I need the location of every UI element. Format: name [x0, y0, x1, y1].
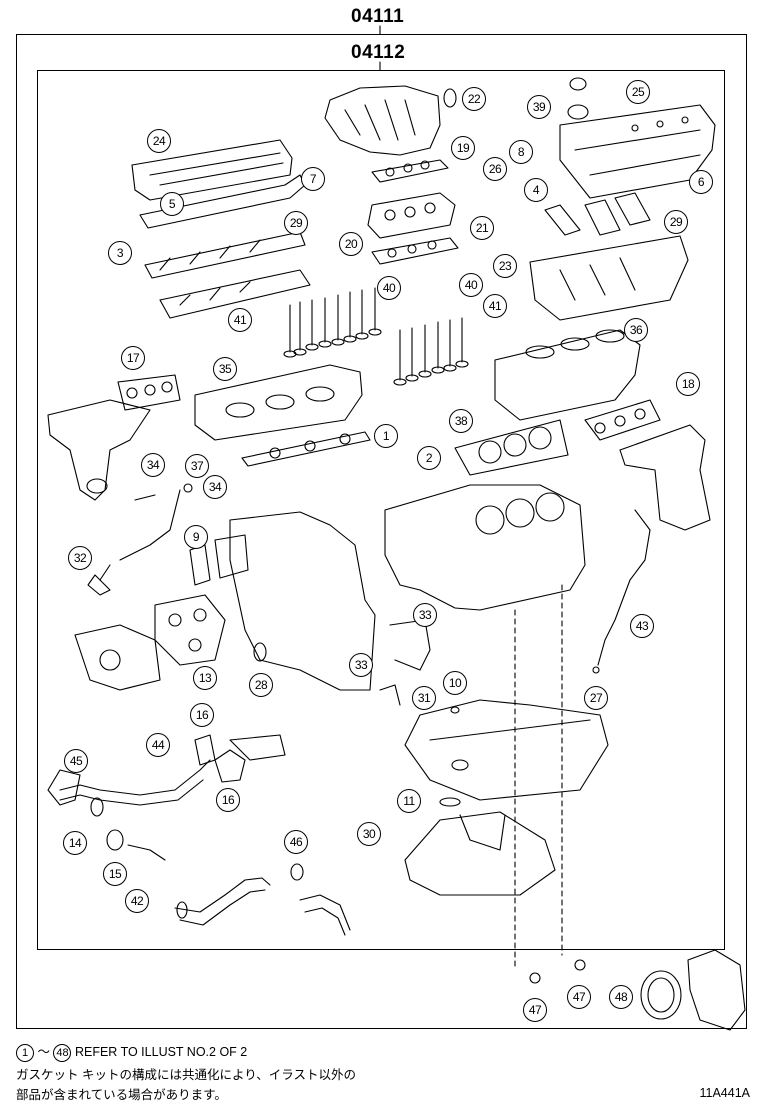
callout-27: 27 — [584, 686, 608, 710]
callout-16b: 16 — [216, 788, 240, 812]
callout-32: 32 — [68, 546, 92, 570]
callout-34b: 34 — [203, 475, 227, 499]
left-cam-caps — [144, 231, 306, 279]
callout-6: 6 — [689, 170, 713, 194]
timing-cover — [229, 511, 376, 691]
callout-44: 44 — [146, 733, 170, 757]
callout-7: 7 — [301, 167, 325, 191]
footer-jp-line2: 部品が含まれている場合があります。 — [16, 1088, 227, 1102]
callout-13: 13 — [193, 666, 217, 690]
callout-5: 5 — [160, 192, 184, 216]
callout-8: 8 — [509, 140, 533, 164]
callout-14: 14 — [63, 831, 87, 855]
callout-2: 2 — [417, 446, 441, 470]
callout-28: 28 — [249, 673, 273, 697]
callout-34a: 34 — [141, 453, 165, 477]
callout-43: 43 — [630, 614, 654, 638]
heater-hose — [174, 877, 271, 913]
callout-24: 24 — [147, 129, 171, 153]
intake-manifold — [367, 192, 456, 239]
engine-block — [384, 484, 586, 611]
left-valve-cover — [131, 139, 293, 201]
callout-42: 42 — [125, 889, 149, 913]
water-pump — [74, 624, 161, 691]
callout-47b: 47 — [567, 985, 591, 1009]
callout-20: 20 — [339, 232, 363, 256]
callout-33a: 33 — [413, 603, 437, 627]
intake-gasket — [371, 159, 449, 183]
intake-plenum — [324, 85, 441, 156]
callout-3: 3 — [108, 241, 132, 265]
callout-41a: 41 — [228, 308, 252, 332]
callout-47a: 47 — [523, 998, 547, 1022]
callout-36: 36 — [624, 318, 648, 342]
callout-17: 17 — [121, 346, 145, 370]
outer-kit-number: 04111 — [351, 6, 405, 27]
oil-pan-lower — [404, 811, 556, 896]
callout-10: 10 — [443, 671, 467, 695]
callout-18: 18 — [676, 372, 700, 396]
callout-9: 9 — [184, 525, 208, 549]
callout-1: 1 — [374, 424, 398, 448]
callout-33b: 33 — [349, 653, 373, 677]
callout-40a: 40 — [377, 276, 401, 300]
inner-kit-number: 04112 — [351, 42, 406, 63]
right-valve-cover — [559, 104, 716, 199]
right-cylinder-head — [494, 329, 641, 421]
callout-37: 37 — [185, 454, 209, 478]
callout-15: 15 — [103, 862, 127, 886]
rear-oil-seal — [640, 970, 682, 1020]
oil-dipstick — [597, 509, 651, 666]
callout-29a: 29 — [284, 211, 308, 235]
callout-46: 46 — [284, 830, 308, 854]
callout-4: 4 — [524, 178, 548, 202]
callout-30: 30 — [357, 822, 381, 846]
callout-21: 21 — [470, 216, 494, 240]
illustration-ref-code: 11A441A — [699, 1086, 750, 1100]
left-cylinder-head — [194, 364, 363, 441]
callout-41b: 41 — [483, 294, 507, 318]
right-valves — [393, 317, 469, 386]
right-cam-carrier — [529, 235, 689, 321]
callout-22: 22 — [462, 87, 486, 111]
callout-48: 48 — [609, 985, 633, 1009]
callout-40b: 40 — [459, 273, 483, 297]
callout-39: 39 — [527, 95, 551, 119]
left-head-gasket — [241, 431, 371, 467]
callout-45: 45 — [64, 749, 88, 773]
callout-35: 35 — [213, 357, 237, 381]
callout-26: 26 — [483, 157, 507, 181]
footer-refer-line: 1 ～ 48 REFER TO ILLUST NO.2 OF 2 — [16, 1041, 247, 1062]
callout-38: 38 — [449, 409, 473, 433]
left-exhaust-manifold — [47, 399, 151, 501]
right-exhaust-manifold — [619, 424, 711, 531]
callout-19: 19 — [451, 136, 475, 160]
inner-kit-frame — [37, 70, 725, 950]
callout-23: 23 — [493, 254, 517, 278]
range-tilde: ～ — [37, 1045, 50, 1059]
range-end-badge: 48 — [53, 1043, 72, 1062]
range-start-badge: 1 — [16, 1043, 34, 1062]
outer-kit-frame — [16, 34, 747, 1029]
oil-pan-upper — [404, 699, 609, 801]
footer-jp-line1: ガスケット キットの構成には共通化により、イラスト以外の — [16, 1068, 356, 1082]
bypass-hose — [299, 894, 351, 931]
callout-11: 11 — [397, 789, 421, 813]
water-pipe — [59, 759, 211, 796]
right-head-gasket — [454, 419, 569, 476]
callout-29b: 29 — [664, 210, 688, 234]
callout-25: 25 — [626, 80, 650, 104]
water-pump-gasket — [154, 594, 226, 666]
callout-16a: 16 — [190, 703, 214, 727]
refer-text: REFER TO ILLUST NO.2 OF 2 — [74, 1045, 248, 1059]
rear-seal-retainer — [687, 949, 746, 1031]
left-valves — [283, 287, 382, 358]
callout-31: 31 — [412, 686, 436, 710]
